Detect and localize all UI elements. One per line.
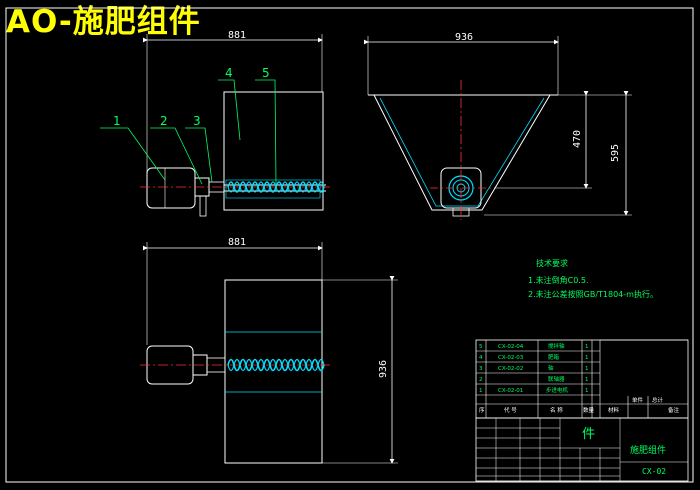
parts-list: 5 CX-02-04 搅拌轴 1 4 CX-02-03 肥箱 1 3 CX-02…	[475, 339, 689, 419]
header-qty: 数量	[583, 406, 595, 414]
drawing-title: AO-施肥组件	[6, 4, 201, 40]
balloon-5: 5	[262, 66, 270, 80]
part-code-4: CX-02-03	[498, 355, 524, 361]
part-no-3: 3	[479, 366, 483, 372]
balloon-4: 4	[225, 66, 233, 80]
title-block-drawing-code: CX-02	[642, 467, 666, 476]
part-name-4: 肥箱	[548, 353, 560, 361]
top-view: 881 936	[140, 237, 398, 464]
header-code: 代 号	[504, 406, 517, 414]
part-qty-4: 1	[585, 355, 589, 361]
header-unit: 单件	[632, 396, 644, 404]
header-remark: 备注	[668, 406, 680, 414]
header-no: 序	[479, 406, 485, 414]
part-no-1: 1	[479, 388, 483, 394]
front-view: 881 1 2 3 4 5	[100, 30, 330, 217]
part-qty-3: 1	[585, 366, 589, 372]
tech-notes: 技术要求 1.未注倒角C0.5. 2.未注公差按照GB/T1804-m执行。	[528, 258, 658, 299]
top-height-dim-text: 936	[378, 360, 389, 378]
part-name-3: 轴	[548, 364, 554, 372]
balloon-1: 1	[113, 114, 121, 128]
hopper-outline	[373, 94, 551, 211]
leader-lines	[100, 79, 277, 185]
stepper-motor	[146, 167, 196, 209]
part-name-2: 联轴器	[548, 375, 565, 383]
part-qty-2: 1	[585, 377, 589, 383]
part-code-5: CX-02-04	[498, 344, 524, 350]
side-inner-height-dim-text: 470	[572, 130, 583, 148]
balloon-2: 2	[160, 114, 168, 128]
hopper-top	[224, 279, 323, 464]
balloon-3: 3	[193, 114, 201, 128]
part-qty-5: 1	[585, 344, 589, 350]
side-outer-height-dim-text: 595	[610, 144, 621, 162]
drawing-frame	[5, 7, 694, 483]
header-material: 材料	[608, 406, 620, 414]
part-name-1: 步进电机	[546, 386, 569, 394]
part-no-5: 5	[479, 344, 483, 350]
part-qty-1: 1	[585, 388, 589, 394]
title-block-drawing-name: 施肥组件	[630, 444, 666, 456]
part-code-3: CX-02-02	[498, 366, 523, 372]
side-view: 936 470 595	[364, 32, 632, 220]
title-block-part-char: 件	[582, 427, 595, 442]
side-width-dim-text: 936	[455, 32, 473, 43]
part-name-5: 搅拌轴	[548, 342, 565, 350]
fertilizer-hopper	[223, 91, 324, 211]
title-block: 件 施肥组件 CX-02	[475, 417, 689, 482]
front-width-dim-text: 881	[228, 30, 246, 41]
part-no-4: 4	[479, 355, 483, 361]
header-total: 总计	[652, 396, 664, 404]
tech-note-2: 2.未注公差按照GB/T1804-m执行。	[528, 289, 658, 299]
part-no-2: 2	[479, 377, 483, 383]
tech-note-1: 1.未注倒角C0.5.	[528, 275, 588, 285]
tech-notes-heading: 技术要求	[536, 258, 568, 268]
header-name: 名 称	[550, 406, 563, 414]
top-width-dim-text: 881	[228, 237, 246, 248]
part-code-1: CX-02-01	[498, 388, 523, 394]
